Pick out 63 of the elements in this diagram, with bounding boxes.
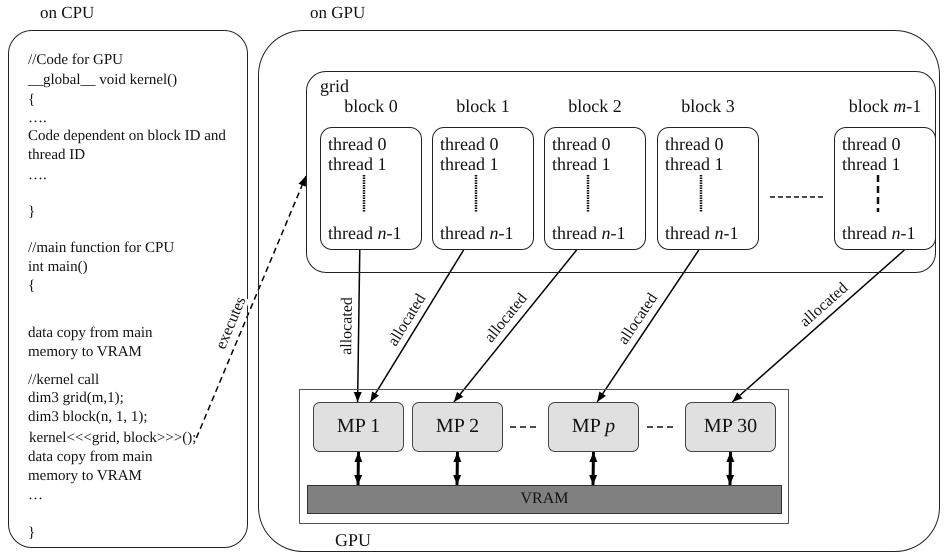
code-line: data copy from main memory to VRAM <box>28 448 154 486</box>
thread-label: thread 1 <box>552 154 610 174</box>
multiprocessor-label: MP 30 <box>702 415 758 437</box>
thread-label: thread 0 <box>328 134 386 154</box>
thread-label: thread 1 <box>328 154 386 174</box>
block-label: block m-1 <box>848 96 922 116</box>
code-line: __global__ void kernel() <box>28 70 178 90</box>
multiprocessor-label: MP p <box>570 415 616 437</box>
multiprocessor-box <box>412 402 503 452</box>
code-line: … <box>28 486 43 504</box>
code-line: { <box>28 276 36 296</box>
code-line: dim3 block(n, 1, 1); <box>28 408 148 426</box>
code-line: dim3 grid(m,1); <box>28 388 124 408</box>
code-line: …. <box>28 108 47 128</box>
arrow <box>370 250 464 402</box>
thread-label: thread n-1 <box>552 223 626 243</box>
double-arrow <box>354 452 362 486</box>
thread-label: thread n-1 <box>842 223 916 243</box>
thread-label: thread 0 <box>440 134 498 154</box>
code-line: //kernel call <box>28 370 100 390</box>
vram-label: VRAM <box>519 490 570 508</box>
multiprocessor-box <box>685 402 776 452</box>
double-arrow <box>726 452 734 486</box>
thread-label: thread 1 <box>440 154 498 174</box>
grid-label: grid <box>320 76 349 96</box>
code-line: data copy from main memory to VRAM <box>28 324 154 362</box>
block-label: block 0 <box>343 96 399 116</box>
panel-title: on CPU <box>40 3 94 23</box>
multiprocessor-label: MP 1 <box>336 415 382 437</box>
thread-label: thread 0 <box>665 134 724 154</box>
block-label: block 1 <box>455 96 511 116</box>
vram-bar <box>307 485 782 514</box>
thread-label: thread n-1 <box>328 223 402 243</box>
code-line: } <box>28 524 36 542</box>
multiprocessor-label: MP 2 <box>434 415 480 437</box>
thread-label: thread 0 <box>842 134 900 154</box>
double-arrow <box>589 452 598 486</box>
block-label: block 2 <box>567 96 623 116</box>
arrow <box>354 250 362 402</box>
thread-label: thread n-1 <box>665 223 738 243</box>
code-line: …. <box>28 166 47 184</box>
double-arrow <box>453 452 462 486</box>
code-line: //Code for GPU <box>28 50 123 70</box>
code-line: { <box>28 90 36 110</box>
code-line: kernel<<<grid, block>>>(); <box>29 428 196 448</box>
multiprocessor-box <box>548 402 639 452</box>
thread-label: thread 1 <box>842 154 900 174</box>
gpu-label: GPU <box>335 530 372 550</box>
thread-label: thread n-1 <box>440 223 514 243</box>
code-line: Code dependent on block ID and thread ID <box>28 126 227 164</box>
thread-label: thread 0 <box>552 134 610 154</box>
code-line: int main() <box>28 258 88 276</box>
panel-title: on GPU <box>310 3 366 23</box>
block-label: block 3 <box>680 96 736 116</box>
grid-box <box>306 71 936 273</box>
code-line: } <box>28 202 36 222</box>
multiprocessor-box <box>313 402 404 452</box>
arrow <box>453 250 578 402</box>
arrow <box>596 250 700 402</box>
thread-label: thread 1 <box>665 154 724 174</box>
arrow <box>732 249 905 403</box>
dashed-arrow <box>196 176 307 438</box>
code-line: //main function for CPU <box>28 238 174 258</box>
